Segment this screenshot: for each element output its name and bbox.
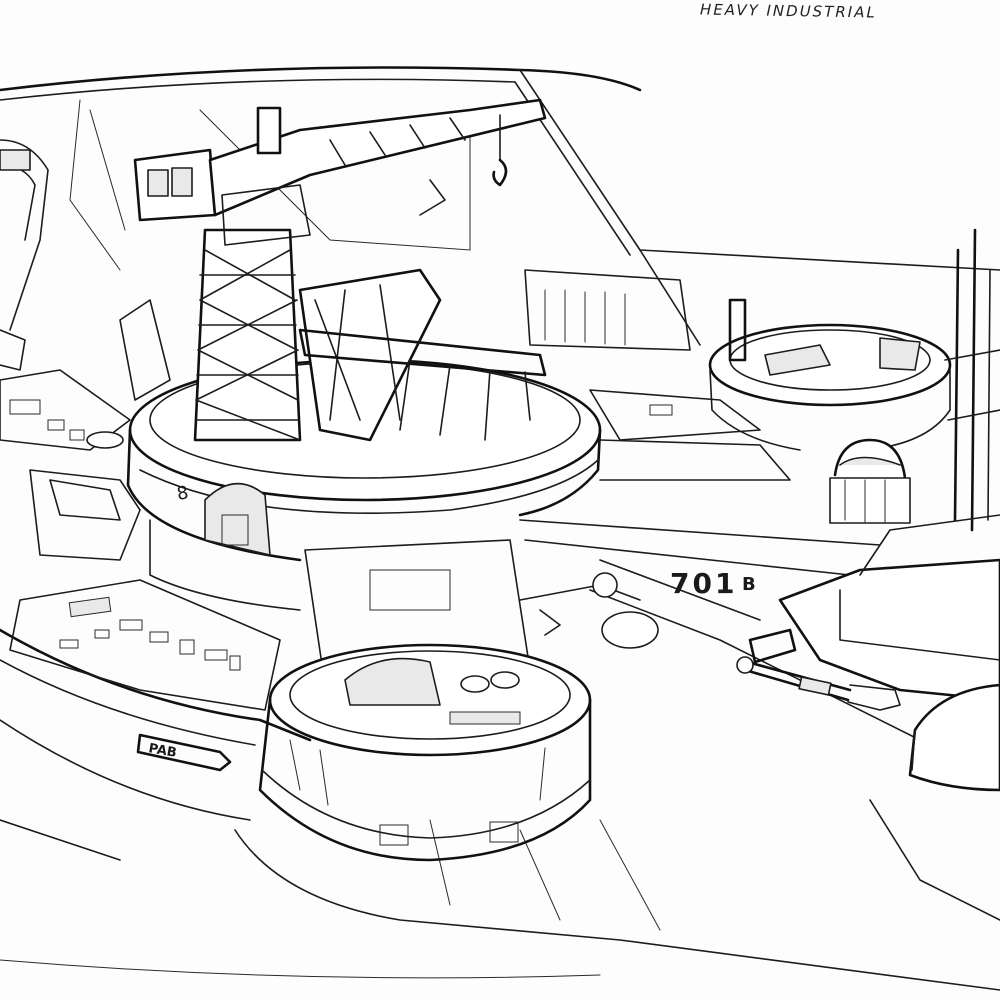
control-panels: [0, 369, 281, 711]
bay-number: 701: [670, 567, 737, 600]
direction-sign: PAB: [136, 733, 232, 772]
svg-text:8: 8: [175, 482, 190, 505]
direction-sign-label: PAB: [147, 741, 177, 761]
pipe-mechanism: [519, 572, 659, 649]
front-round-pod: [258, 643, 592, 862]
right-machinery: [736, 514, 1000, 792]
ground-platform: [0, 559, 1000, 991]
left-module: [0, 139, 49, 371]
antenna-spires: [944, 228, 1000, 532]
back-structures: [119, 179, 791, 481]
crane-hub: 8: [126, 98, 602, 611]
bay-suffix: B: [742, 574, 756, 595]
right-round-pad: [708, 323, 952, 451]
dome-pod: [829, 438, 911, 524]
